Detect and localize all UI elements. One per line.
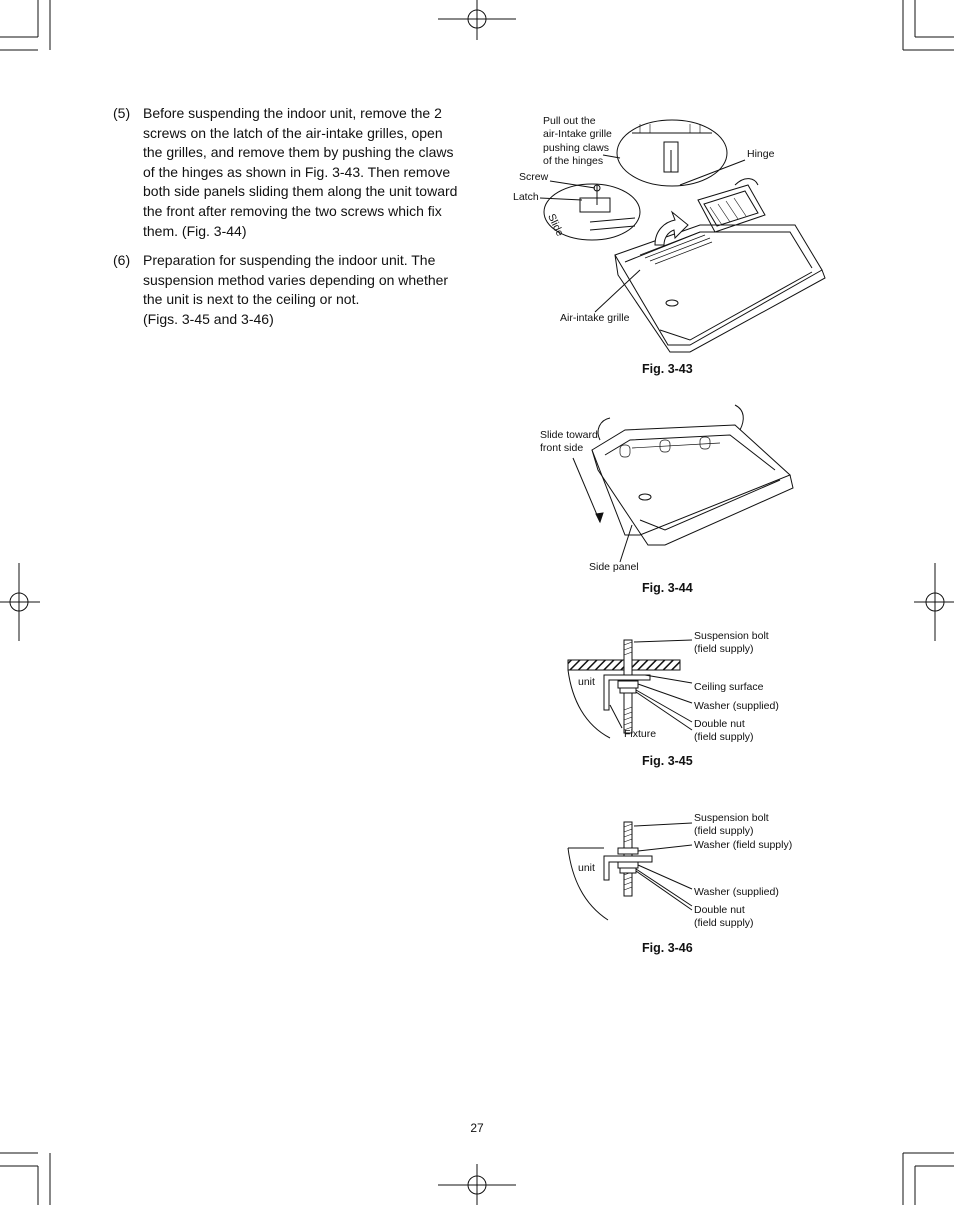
fig-3-45-label-suspension-bolt: Suspension bolt (field supply) <box>694 630 769 656</box>
step-text-main: Preparation for suspending the indoor un… <box>143 252 449 308</box>
fig-3-45-label-double-nut: Double nut (field supply) <box>694 718 754 744</box>
fig-3-43-label-screw: Screw <box>519 171 549 183</box>
step-number: (5) <box>113 105 131 121</box>
fig-3-46-caption: Fig. 3-46 <box>642 941 693 955</box>
step-text-ref: (Figs. 3-45 and 3-46) <box>143 310 274 327</box>
fig-3-46-label-double-nut: Double nut (field supply) <box>694 904 754 930</box>
step-text: Before suspending the indoor unit, remov… <box>143 105 458 239</box>
fig-3-45-caption: Fig. 3-45 <box>642 754 693 768</box>
fig-3-45-label-fixture: Fixture <box>624 728 657 740</box>
fig-3-46-label-washer-field: Washer (field supply) <box>694 839 793 851</box>
fig-3-45-label-ceiling-surface: Ceiling surface <box>694 681 764 693</box>
fig-3-43-label-air-intake-grille: Air-intake grille <box>560 312 630 324</box>
fig-3-44-label-slide-toward: Slide toward front side <box>540 429 598 455</box>
fig-3-44-caption: Fig. 3-44 <box>642 581 693 595</box>
fig-3-43-caption: Fig. 3-43 <box>642 362 693 376</box>
fig-3-43-label-hinge: Hinge <box>747 148 775 160</box>
fig-3-46-label-unit: unit <box>578 862 595 874</box>
fig-3-45-label-washer: Washer (supplied) <box>694 700 779 712</box>
fig-3-43-label-latch: Latch <box>513 191 539 203</box>
fig-3-46-label-suspension-bolt: Suspension bolt (field supply) <box>694 812 769 838</box>
step-5: (5) Before suspending the indoor unit, r… <box>113 104 463 241</box>
page-number: 27 <box>470 1121 484 1135</box>
fig-3-45-label-unit: unit <box>578 676 595 688</box>
fig-3-46-label-washer: Washer (supplied) <box>694 886 779 898</box>
step-number: (6) <box>113 252 131 269</box>
fig-3-43-label-pull-out: Pull out the air-Intake grille pushing c… <box>543 115 612 168</box>
step-6: (6) Preparation for suspending the indoo… <box>113 251 463 329</box>
instruction-list: (5) Before suspending the indoor unit, r… <box>113 104 463 340</box>
fig-3-44-label-side-panel: Side panel <box>589 561 639 573</box>
step-text: Preparation for suspending the indoor un… <box>143 251 463 329</box>
